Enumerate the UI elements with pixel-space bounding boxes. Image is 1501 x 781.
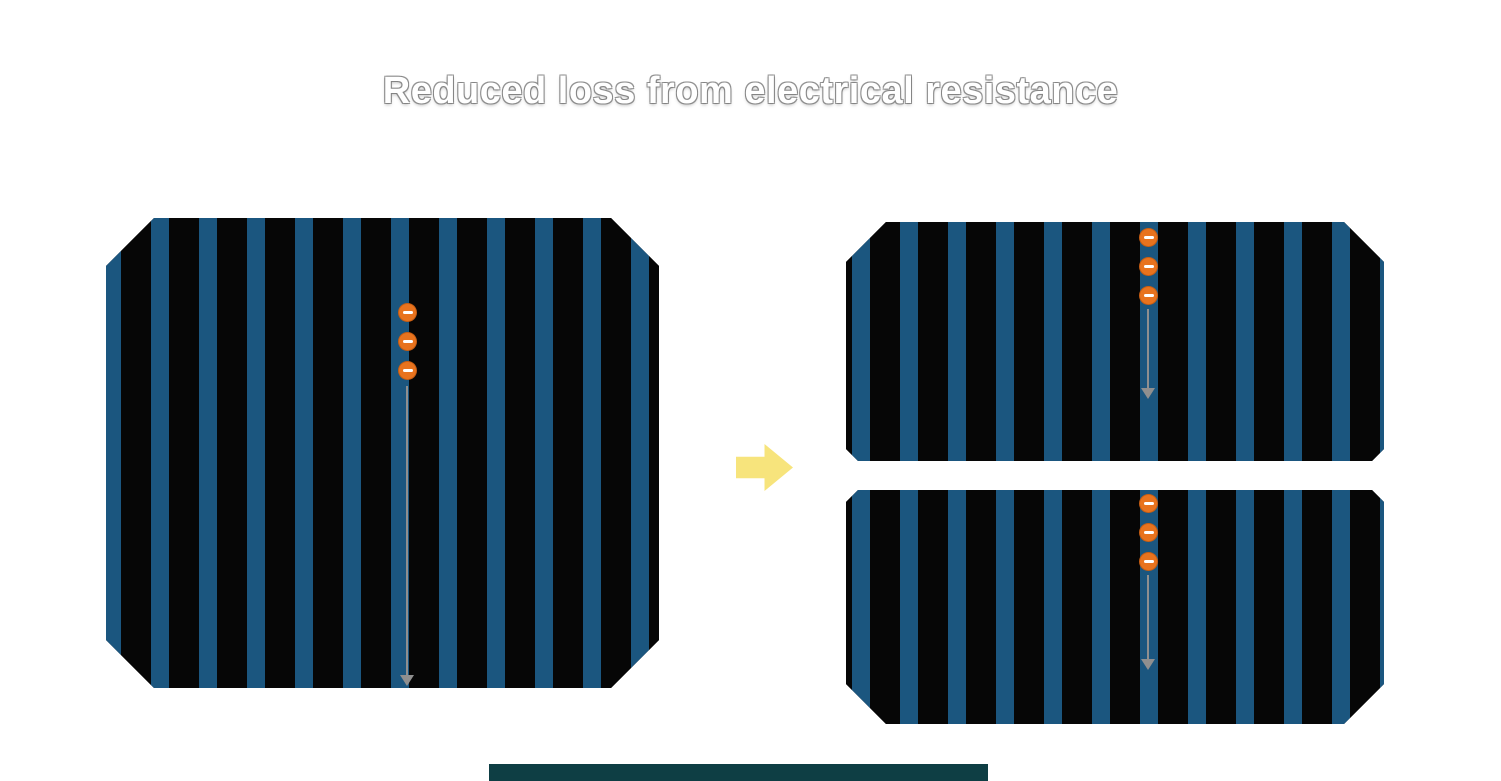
arrow-head-icon — [1141, 388, 1155, 399]
electron-flow-half-cell-bottom — [1139, 494, 1158, 571]
electron-flow-full-cell — [398, 303, 417, 380]
electron-icon — [398, 303, 417, 322]
half-cell-bottom — [846, 490, 1384, 724]
minus-symbol — [1143, 560, 1154, 563]
arrow-shaft — [1147, 309, 1149, 388]
arrow-head-icon — [400, 675, 414, 686]
minus-symbol — [1143, 294, 1154, 297]
arrow-shaft — [1147, 575, 1149, 659]
electron-icon — [1139, 523, 1158, 542]
current-arrow-half-cell-bottom — [1141, 575, 1155, 670]
full-solar-cell — [106, 218, 659, 688]
bottom-bar — [489, 764, 988, 781]
minus-symbol — [1143, 265, 1154, 268]
electron-icon — [398, 332, 417, 351]
electron-icon — [1139, 228, 1158, 247]
minus-symbol — [402, 340, 413, 343]
current-arrow-half-cell-top — [1141, 309, 1155, 399]
electron-icon — [1139, 257, 1158, 276]
arrow-shaft — [406, 386, 408, 675]
half-cell-top — [846, 222, 1384, 461]
arrow-head-icon — [1141, 659, 1155, 670]
diagram-title: Reduced loss from electrical resistance — [382, 70, 1119, 112]
transform-arrow-icon — [736, 444, 793, 491]
minus-symbol — [1143, 531, 1154, 534]
electron-icon — [398, 361, 417, 380]
electron-icon — [1139, 552, 1158, 571]
electron-icon — [1139, 286, 1158, 305]
electron-icon — [1139, 494, 1158, 513]
minus-symbol — [1143, 236, 1154, 239]
minus-symbol — [402, 369, 413, 372]
electron-flow-half-cell-top — [1139, 228, 1158, 305]
minus-symbol — [1143, 502, 1154, 505]
minus-symbol — [402, 311, 413, 314]
current-arrow-full-cell — [400, 386, 414, 686]
